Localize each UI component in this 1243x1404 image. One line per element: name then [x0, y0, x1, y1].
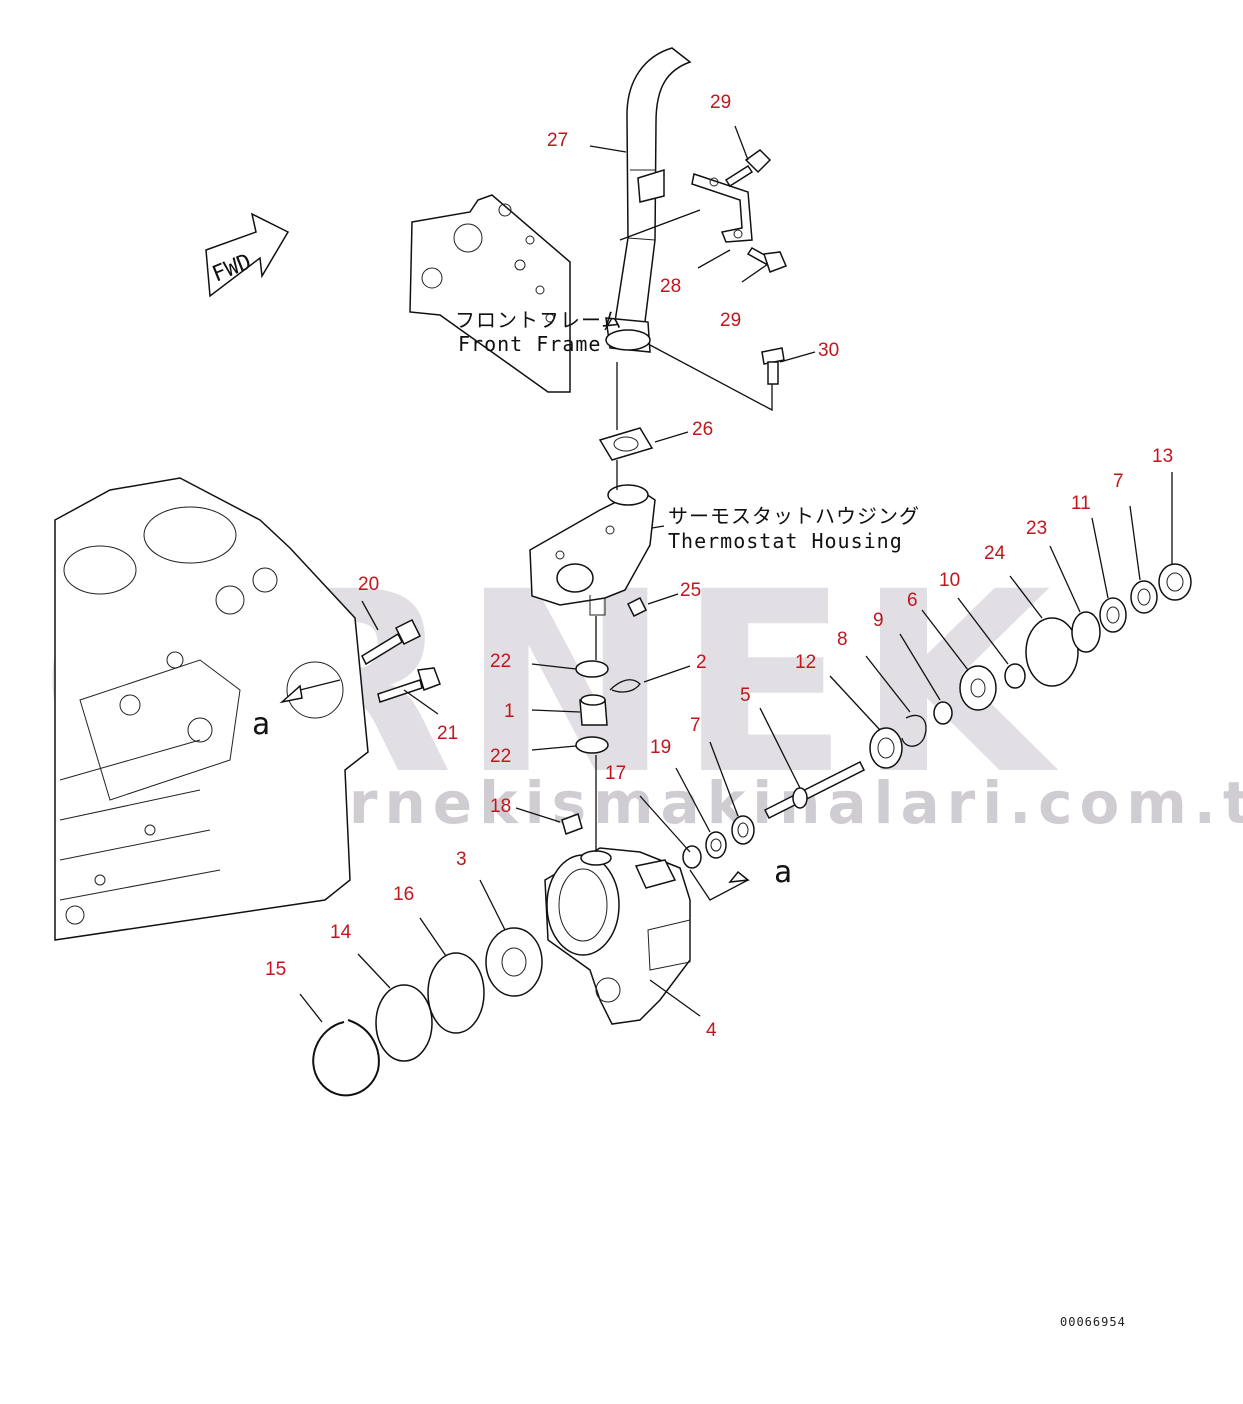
- front-frame-label-jp: フロントフレーム: [455, 308, 622, 332]
- thermostat-housing: [529, 484, 656, 616]
- bearing-11: [1099, 597, 1127, 633]
- o-ring-23: [1071, 611, 1101, 653]
- seal-19: [705, 831, 727, 859]
- fitting-18: [561, 813, 583, 835]
- o-ring-24: [1025, 617, 1079, 687]
- engine-block: [54, 477, 369, 941]
- callout-number: 17: [605, 763, 626, 784]
- callout-number: 8: [837, 629, 848, 650]
- view-a-marker-right: a: [774, 855, 793, 890]
- fitting-1: [579, 694, 608, 726]
- nut-10: [1004, 663, 1026, 689]
- leader-lines: [279, 125, 1173, 1023]
- callout-number: 25: [680, 580, 701, 601]
- gasket: [598, 427, 654, 461]
- bolt-29-lower: [746, 247, 787, 273]
- thermostat-housing-label-en: Thermostat Housing: [668, 529, 903, 553]
- water-pump-housing: [544, 847, 691, 1025]
- shaft-5: [763, 760, 866, 820]
- callout-number: 7: [1113, 471, 1124, 492]
- circlip-2: [609, 679, 641, 693]
- callout-number: 29: [710, 92, 731, 113]
- callout-number: 15: [265, 959, 286, 980]
- plug-25: [626, 596, 648, 618]
- callout-group: 29 27 28 29 30 26 25 13 7 11 23 24 10 6 …: [265, 92, 1173, 1041]
- callout-number: 12: [795, 652, 816, 673]
- drawing-id: 00066954: [1060, 1315, 1126, 1329]
- callout-number: 5: [740, 685, 751, 706]
- callout-number: 4: [706, 1020, 717, 1041]
- callout-number: 20: [358, 574, 379, 595]
- callout-number: 22: [490, 746, 511, 767]
- callout-number: 2: [696, 652, 707, 673]
- circlip-15: [312, 1019, 380, 1097]
- callout-number: 16: [393, 884, 414, 905]
- callout-number: 23: [1026, 518, 1047, 539]
- callout-number: 13: [1152, 446, 1173, 467]
- callout-number: 9: [873, 610, 884, 631]
- callout-number: 28: [660, 276, 681, 297]
- bolt-20: [361, 618, 422, 666]
- bearing-12: [869, 727, 903, 769]
- snap-ring-8: [901, 714, 927, 747]
- fwd-arrow-icon: FWD: [205, 212, 290, 298]
- impeller-3: [485, 927, 543, 997]
- callout-number: 6: [907, 590, 918, 611]
- o-ring-16: [427, 952, 485, 1034]
- spacer-9: [933, 701, 953, 725]
- seal-7-lower: [731, 815, 755, 845]
- callout-number: 3: [456, 849, 467, 870]
- o-ring-22-upper: [575, 660, 609, 678]
- callout-number: 14: [330, 922, 352, 943]
- thermostat-housing-label-jp: サーモスタットハウジング: [668, 504, 920, 528]
- callout-number: 10: [939, 570, 960, 591]
- callout-number: 18: [490, 796, 511, 817]
- callout-number: 21: [437, 723, 458, 744]
- callout-number: 26: [692, 419, 713, 440]
- bolt-21: [377, 667, 441, 703]
- callout-number: 7: [690, 715, 701, 736]
- callout-number: 11: [1071, 493, 1091, 514]
- o-ring-22-lower: [575, 736, 609, 754]
- bolt-30: [761, 347, 785, 385]
- cap-13: [1158, 563, 1192, 601]
- callout-number: 19: [650, 737, 671, 758]
- callout-number: 22: [490, 651, 511, 672]
- front-frame-plate: [409, 194, 571, 393]
- front-frame-label-en: Front Frame: [458, 332, 601, 356]
- bolt-29-upper: [724, 149, 772, 188]
- callout-number: 27: [547, 130, 568, 151]
- gear-6: [959, 665, 997, 711]
- view-a-marker-left: a: [252, 707, 271, 742]
- callout-number: 30: [818, 340, 839, 361]
- callout-number: 24: [984, 543, 1006, 564]
- callout-number: 1: [504, 701, 515, 722]
- o-ring-14: [375, 984, 433, 1062]
- callout-number: 29: [720, 310, 741, 331]
- bearing-17: [682, 845, 702, 869]
- pipe-bracket: [691, 173, 753, 243]
- water-pipe: [605, 47, 692, 353]
- seal-7-right: [1130, 580, 1158, 614]
